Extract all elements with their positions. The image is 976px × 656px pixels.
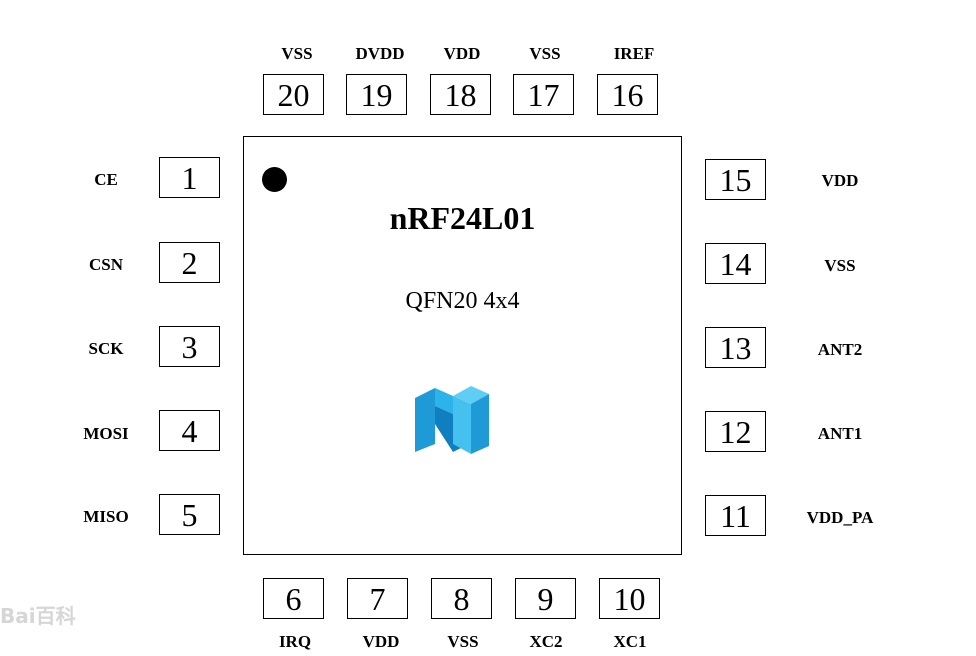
pin-label-left-4: MOSI (83, 424, 129, 443)
watermark: Bai百科 (0, 604, 76, 628)
pin-box-bottom-4: 9 (515, 578, 576, 619)
pin-box-top-3: 18 (430, 74, 491, 115)
nordic-logo-icon (415, 386, 489, 454)
pin-box-left-3: 3 (159, 326, 220, 367)
pin-label-right-3: ANT2 (817, 340, 863, 359)
pin-box-right-4: 12 (705, 411, 766, 452)
pin-box-bottom-1: 6 (263, 578, 324, 619)
pin-label-bottom-1: IRQ (278, 632, 312, 651)
pin-box-right-2: 14 (705, 243, 766, 284)
pin-box-left-5: 5 (159, 494, 220, 535)
pin-label-bottom-5: XC1 (613, 632, 647, 651)
pin-label-left-1: CE (94, 170, 118, 189)
pin-label-bottom-4: XC2 (529, 632, 563, 651)
pin-box-right-1: 15 (705, 159, 766, 200)
pin-box-left-2: 2 (159, 242, 220, 283)
pin-label-top-1: VSS (281, 44, 313, 63)
pin-label-bottom-2: VDD (362, 632, 400, 651)
pin-label-top-3: VDD (443, 44, 481, 63)
pin-box-top-2: 19 (346, 74, 407, 115)
pin-label-right-5: VDD_PA (806, 508, 874, 527)
pin-label-top-4: VSS (529, 44, 561, 63)
pin-box-top-1: 20 (263, 74, 324, 115)
chip-name: nRF24L01 (389, 200, 536, 236)
pin-label-right-2: VSS (824, 256, 856, 275)
pin-label-top-5: IREF (613, 44, 655, 63)
pin-label-right-1: VDD (821, 171, 859, 190)
pin-box-left-1: 1 (159, 157, 220, 198)
pin-label-right-4: ANT1 (817, 424, 863, 443)
pin-box-top-4: 17 (513, 74, 574, 115)
pin1-indicator-dot (262, 167, 287, 192)
pin-box-left-4: 4 (159, 410, 220, 451)
pin-box-right-5: 11 (705, 495, 766, 536)
pin-box-right-3: 13 (705, 327, 766, 368)
pin-label-bottom-3: VSS (447, 632, 479, 651)
pin-box-bottom-3: 8 (431, 578, 492, 619)
pin-box-bottom-2: 7 (347, 578, 408, 619)
pin-box-bottom-5: 10 (599, 578, 660, 619)
pin-box-top-5: 16 (597, 74, 658, 115)
pin-label-left-2: CSN (88, 255, 123, 274)
chip-body (243, 136, 682, 555)
chip-package: QFN20 4x4 (405, 288, 520, 314)
pin-label-left-5: MISO (83, 507, 129, 526)
pin-label-left-3: SCK (88, 339, 124, 358)
pin-label-top-2: DVDD (355, 44, 405, 63)
